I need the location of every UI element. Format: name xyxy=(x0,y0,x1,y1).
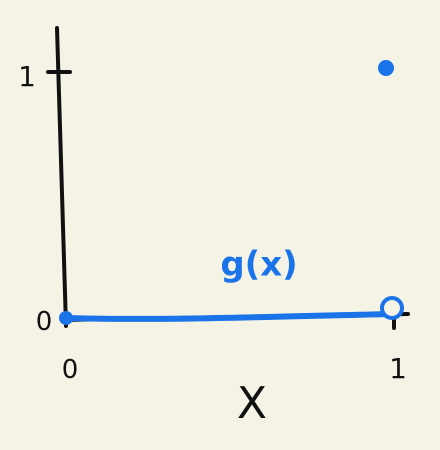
series-g-segment xyxy=(63,311,395,322)
y-tick-label-0: 0 xyxy=(36,307,53,337)
series-g-open-endpoint xyxy=(380,296,404,320)
y-axis xyxy=(55,26,68,328)
series-g-point xyxy=(378,60,394,76)
y-tick-label-1: 1 xyxy=(18,60,36,93)
x-axis-label: X xyxy=(237,378,267,429)
x-tick-label-1: 1 xyxy=(389,352,407,385)
series-g-closed-endpoint xyxy=(59,311,73,325)
x-tick-label-0: 0 xyxy=(62,355,79,385)
series-g-label: g(x) xyxy=(220,245,297,285)
